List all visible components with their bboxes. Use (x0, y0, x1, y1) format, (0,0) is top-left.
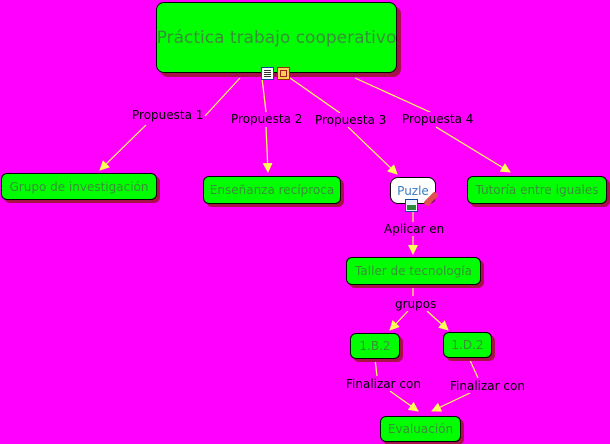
node-tutoria-entre-iguales[interactable]: Tutoría entre iguales (467, 176, 607, 204)
link-line (468, 357, 479, 379)
node-label: Tutoría entre iguales (475, 183, 599, 197)
link-line (431, 392, 471, 412)
image-icon[interactable] (405, 199, 418, 212)
link-line (289, 77, 341, 114)
node-taller-tecnologia[interactable]: Taller de tecnología (346, 257, 481, 285)
node-label: Grupo de investigación (9, 179, 149, 194)
node-label: Taller de tecnología (355, 264, 472, 278)
node-grupo-investigacion[interactable]: Grupo de investigación (1, 173, 157, 200)
link-line (354, 77, 433, 114)
link-line (204, 77, 241, 117)
node-label: 1.B.2 (359, 339, 391, 353)
link-line (374, 358, 378, 377)
link-line (347, 126, 398, 175)
node-label: Enseñanza recíproca (209, 183, 335, 197)
link-line (426, 310, 449, 331)
node-1b2[interactable]: 1.B.2 (350, 333, 400, 359)
node-evaluacion[interactable]: Evaluación (380, 416, 461, 442)
link-label-grupos: grupos (394, 297, 438, 311)
link-label-aplicar-en: Aplicar en (383, 222, 446, 236)
link-line (435, 126, 511, 173)
link-label-finalizar-con-2: Finalizar con (449, 379, 526, 393)
link-line (262, 126, 273, 173)
main-topic-label: Práctica trabajo cooperativo (156, 27, 397, 48)
notes-icon[interactable] (277, 67, 290, 80)
link-label-propuesta-2: Propuesta 2 (230, 112, 304, 126)
link-label-propuesta-1: Propuesta 1 (131, 108, 205, 122)
link-line (389, 310, 409, 331)
node-label: 1.D.2 (451, 338, 484, 352)
link-label-propuesta-4: Propuesta 4 (401, 112, 475, 126)
link-label-finalizar-con-1: Finalizar con (345, 377, 422, 391)
node-label: Puzle (397, 183, 429, 198)
main-topic-node[interactable]: Práctica trabajo cooperativo (156, 2, 397, 73)
link-line (99, 124, 147, 171)
node-ensenanza-reciproca[interactable]: Enseñanza recíproca (203, 176, 341, 204)
node-1d2[interactable]: 1.D.2 (443, 332, 492, 358)
node-label: Evaluación (387, 422, 454, 436)
link-line (261, 77, 267, 113)
link-label-propuesta-3: Propuesta 3 (314, 113, 388, 127)
link-line (389, 390, 419, 412)
document-icon[interactable] (261, 67, 274, 80)
